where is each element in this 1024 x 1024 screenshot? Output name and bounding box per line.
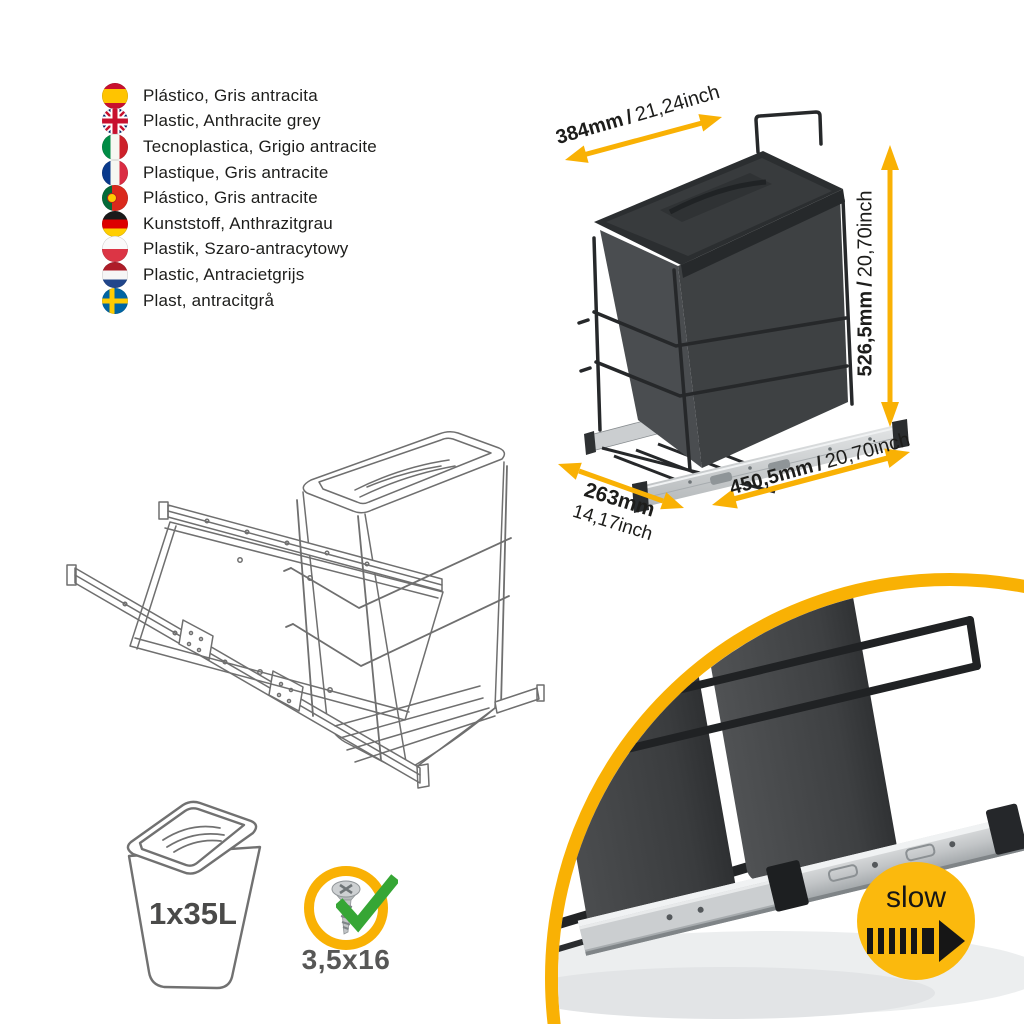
- netherlands-flag-icon: [102, 261, 128, 288]
- france-flag-icon: [102, 159, 128, 186]
- slide-length-arrow: [712, 448, 910, 509]
- material-label-pt: Plástico, Gris antracite: [143, 188, 318, 208]
- list-item: Plástico, Gris antracita: [102, 82, 377, 109]
- material-label-nl: Plastic, Antracietgrijs: [143, 264, 305, 284]
- height-arrow: [881, 145, 899, 427]
- slow-label: slow: [885, 880, 946, 914]
- screw-size-label: 3,5x16: [301, 944, 391, 975]
- list-item: Plastik, Szaro-antracytowy: [102, 236, 377, 263]
- depth-arrow: [558, 462, 684, 510]
- bin-wire-frame: [577, 110, 854, 472]
- pullout-bin-line-drawing: [66, 430, 545, 789]
- list-item: Plastique, Gris antracite: [102, 159, 377, 186]
- photo-right-bin: [701, 586, 897, 883]
- line-art-platform: [334, 684, 545, 763]
- width-arrow: [565, 114, 722, 163]
- material-label-sv: Plast, antracitgrå: [143, 290, 275, 310]
- list-item: Tecnoplastica, Grigio antracite: [102, 133, 377, 160]
- list-item: Plástico, Gris antracite: [102, 185, 377, 212]
- anthracite-bin: [594, 151, 848, 468]
- rear-slide-rail: [584, 417, 658, 455]
- list-item: Plastic, Anthracite grey: [102, 108, 377, 135]
- material-label-pl: Plastik, Szaro-antracytowy: [143, 239, 349, 259]
- slow-close-badge: slow: [857, 862, 975, 980]
- dimension-separator: /: [854, 281, 877, 287]
- check-icon: [336, 874, 398, 933]
- italy-flag-icon: [102, 133, 128, 160]
- material-label-en: Plastic, Anthracite grey: [143, 111, 321, 131]
- front-slide-rail: [632, 419, 909, 513]
- list-item: Kunststoff, Anthrazitgrau: [102, 210, 377, 237]
- photo-wire-bars: [558, 616, 981, 770]
- capacity-label: 1x35L: [149, 896, 237, 931]
- dimension-height-mm: 526,5mm: [854, 290, 877, 377]
- material-label-es: Plástico, Gris antracita: [143, 85, 318, 105]
- uk-flag-icon: [102, 108, 128, 135]
- dimension-arrows: [558, 114, 910, 510]
- poland-flag-icon: [102, 236, 128, 263]
- list-item: Plastic, Antracietgrijs: [102, 261, 377, 288]
- line-art-wire-frame: [283, 465, 512, 761]
- line-art-lower-rail: [66, 564, 430, 789]
- photo-left-bin: [558, 640, 738, 932]
- sweden-flag-icon: [102, 287, 128, 314]
- material-label-fr: Plastique, Gris antracite: [143, 162, 329, 182]
- material-label-de: Kunststoff, Anthrazitgrau: [143, 213, 333, 233]
- list-item: Plast, antracitgrå: [102, 287, 377, 314]
- dimension-height-label: 526,5mm / 20,70inch: [855, 179, 878, 389]
- dimension-height-inch: 20,70inch: [854, 190, 877, 278]
- spain-flag-icon: [102, 82, 128, 109]
- pullout-bin-render: [558, 110, 910, 513]
- portugal-flag-icon: [102, 185, 128, 212]
- slide-detail-photo-art: [558, 586, 1024, 1019]
- language-material-list: Plástico, Gris antracita Plastic, Anthra…: [102, 82, 377, 314]
- germany-flag-icon: [102, 210, 128, 237]
- bin-capacity-icon: [126, 800, 262, 990]
- slow-motion-arrow-icon: [867, 919, 965, 962]
- material-label-it: Tecnoplastica, Grigio antracite: [143, 136, 377, 156]
